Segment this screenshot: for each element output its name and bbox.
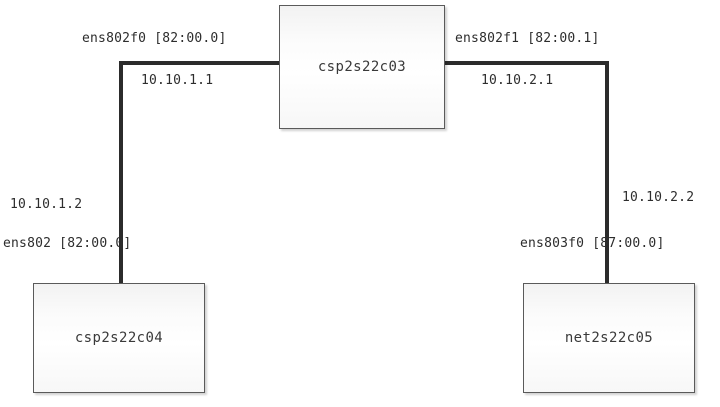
link-right-source-ip-label: 10.10.2.1 — [481, 73, 554, 88]
node-net2s22c05-label: net2s22c05 — [564, 330, 654, 346]
link-right-target-interface-label: ens803f0 [87:00.0] — [520, 236, 665, 251]
link-left-source-interface-label: ens802f0 [82:00.0] — [82, 31, 227, 46]
link-left-vertical-segment — [119, 61, 123, 285]
link-left-source-ip-label: 10.10.1.1 — [141, 73, 214, 88]
node-csp2s22c04-label: csp2s22c04 — [74, 330, 164, 346]
link-left-target-interface-label: ens802 [82:00.0] — [3, 236, 132, 251]
link-right-vertical-segment — [605, 61, 609, 285]
node-csp2s22c03: csp2s22c03 — [279, 5, 445, 129]
link-right-source-interface-label: ens802f1 [82:00.1] — [455, 31, 600, 46]
link-right-target-ip-label: 10.10.2.2 — [622, 190, 695, 205]
link-left-horizontal-segment — [119, 61, 281, 65]
node-csp2s22c03-label: csp2s22c03 — [317, 59, 407, 75]
link-right-horizontal-segment — [443, 61, 609, 65]
node-net2s22c05: net2s22c05 — [523, 283, 695, 393]
link-left-target-ip-label: 10.10.1.2 — [10, 197, 83, 212]
node-csp2s22c04: csp2s22c04 — [33, 283, 205, 393]
